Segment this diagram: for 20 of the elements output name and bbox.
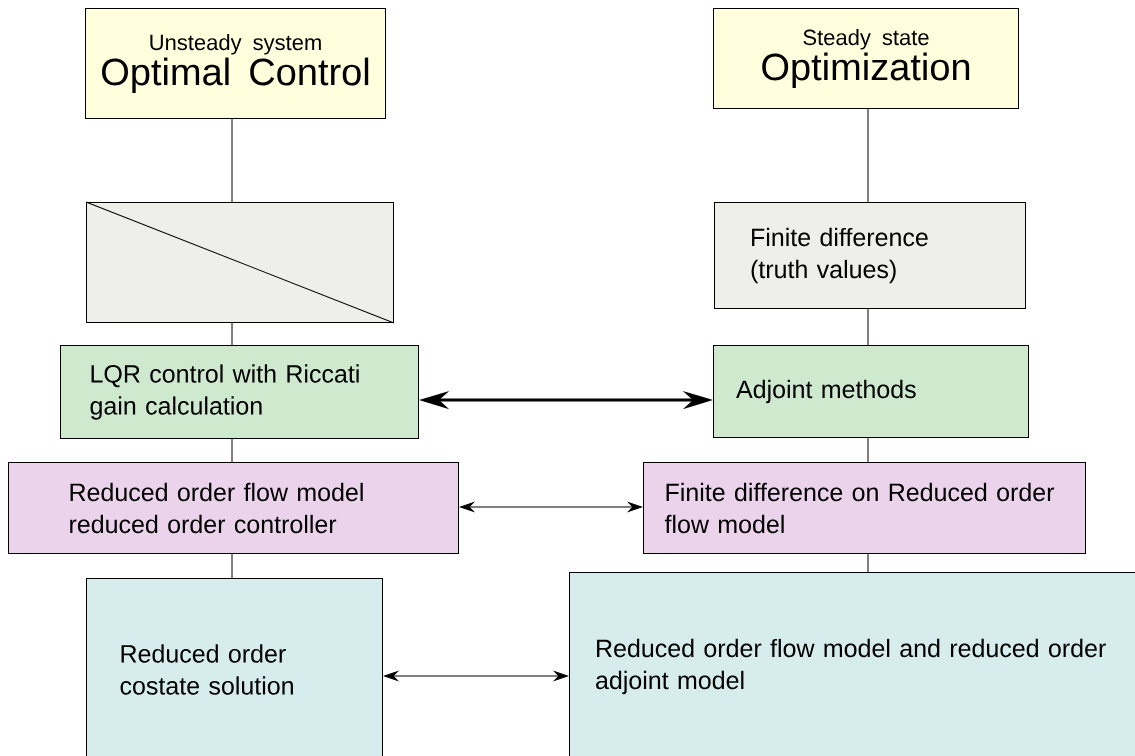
connector-line <box>231 438 233 463</box>
process-box: Finite difference (truth values) <box>714 202 1026 309</box>
crossed-box <box>85 201 395 324</box>
process-box: Reduced order costate solution <box>86 578 383 756</box>
double-arrow <box>384 671 568 681</box>
title-box: Steady state Optimization <box>713 8 1019 109</box>
connector-line <box>867 108 869 203</box>
title-box: Unsteady system Optimal Control <box>85 8 386 119</box>
process-box: LQR control with Riccati gain calculation <box>60 345 419 439</box>
connector-line <box>867 308 869 346</box>
connector-line <box>231 118 233 203</box>
double-arrow <box>460 502 642 512</box>
process-box: Reduced order flow model and reduced order adjoint model <box>569 572 1135 756</box>
process-box: Adjoint methods <box>713 345 1029 438</box>
connector-line <box>867 437 869 463</box>
connector-line <box>231 553 233 579</box>
connector-line <box>231 322 233 346</box>
process-box: Finite difference on Reduced order flow model <box>643 462 1086 554</box>
process-box: Reduced order flow model reduced order controller <box>8 462 459 554</box>
connector-line <box>867 553 869 573</box>
